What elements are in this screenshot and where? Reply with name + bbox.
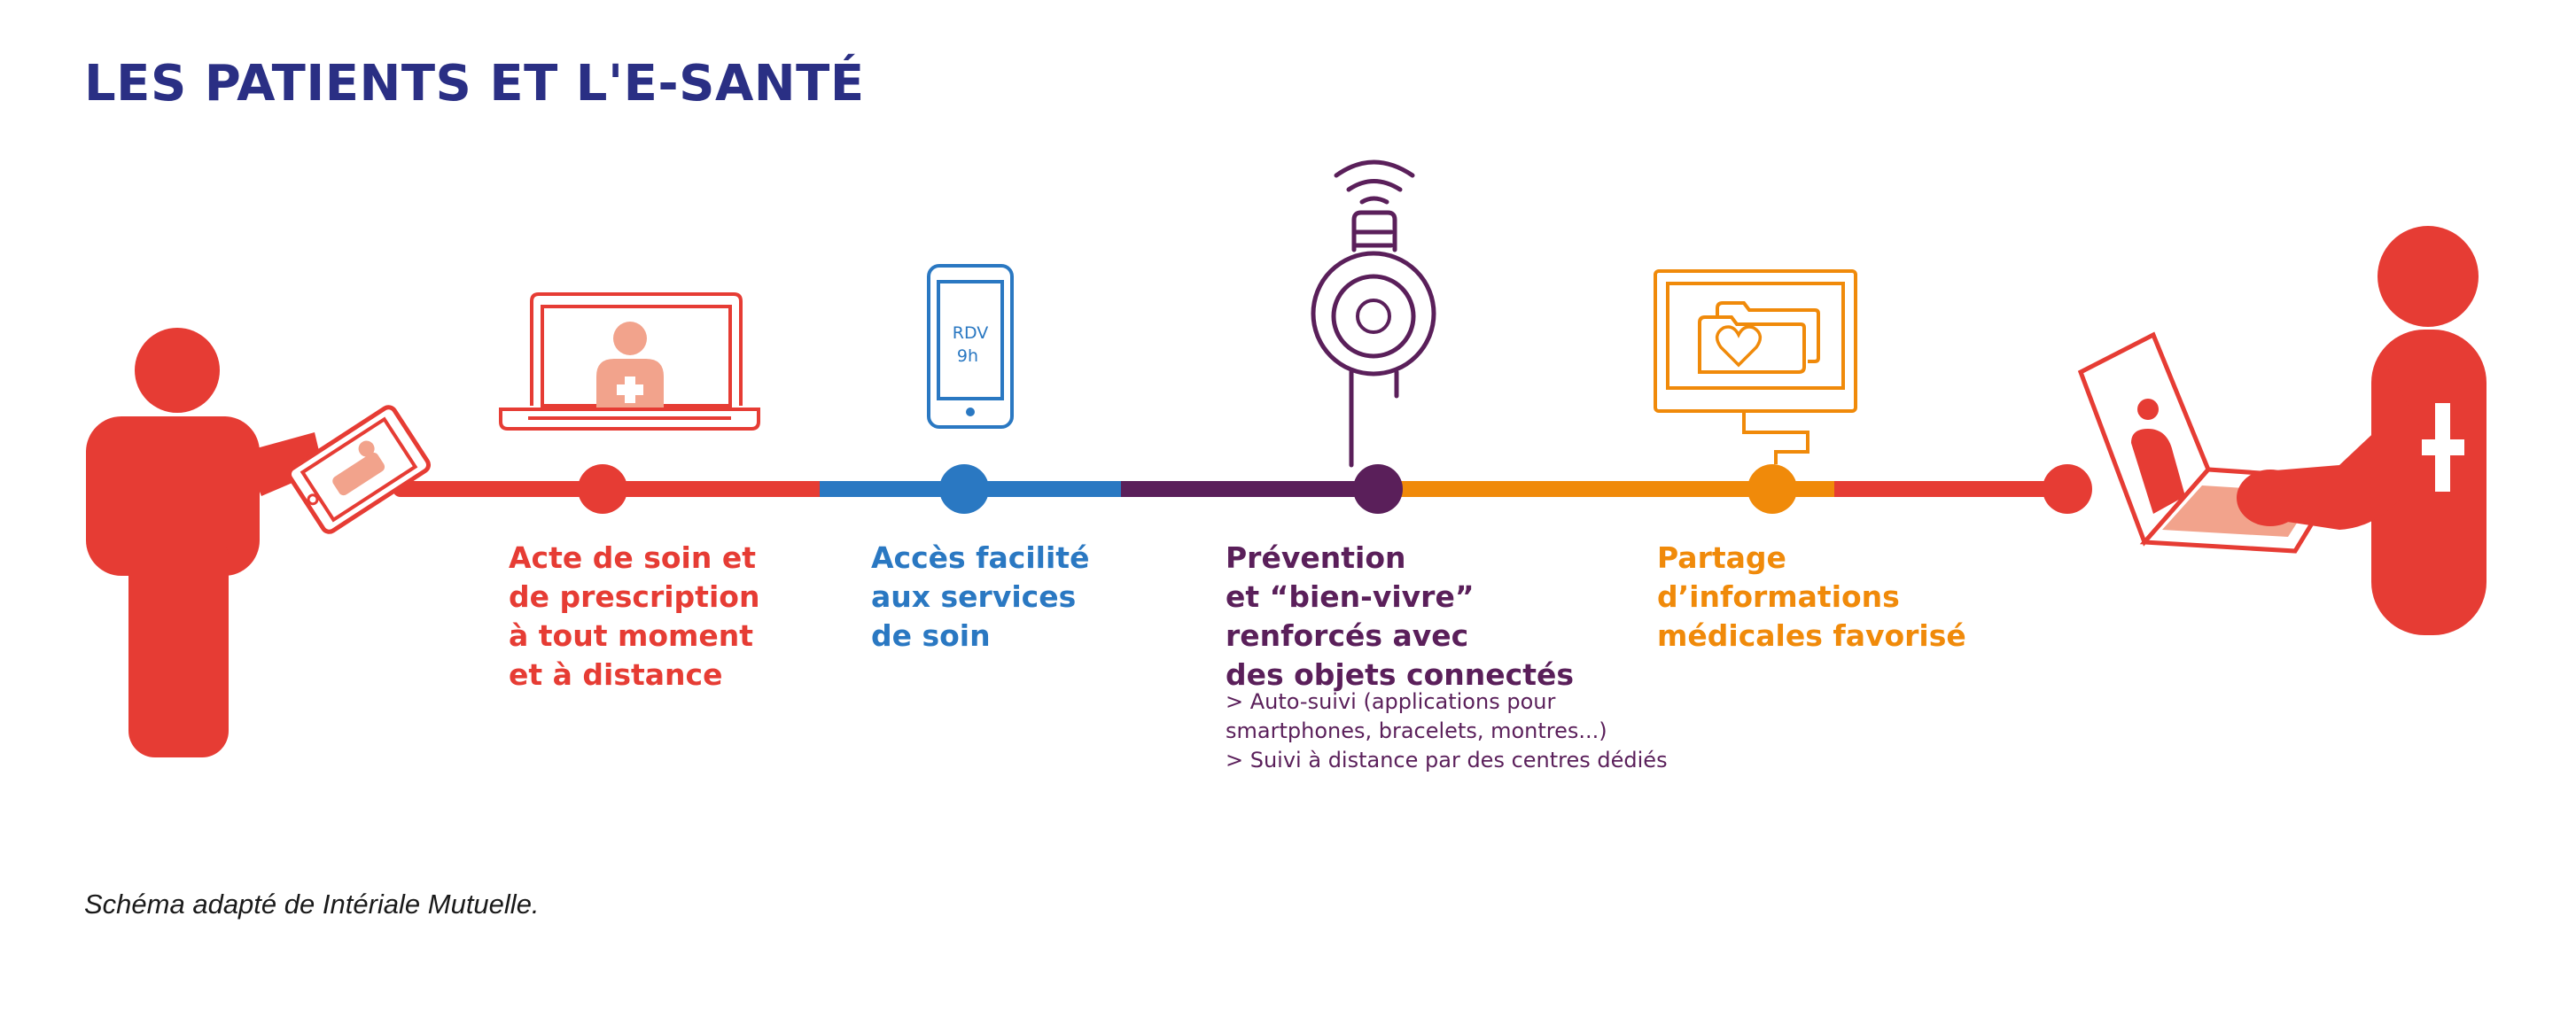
step-care-line: à tout moment <box>509 618 754 653</box>
timeline-dot-prevention <box>1353 464 1403 514</box>
doctor-with-laptop-icon <box>2077 226 2487 635</box>
step-access-line: Accès facilité <box>871 540 1090 575</box>
step-care-line: et à distance <box>509 657 723 692</box>
phone-screen-line2: 9h <box>957 346 978 366</box>
step-access-line: de soin <box>871 618 991 653</box>
step-sharing-line: Partage <box>1657 540 1786 575</box>
step-prevention-line: et “bien-vivre” <box>1226 579 1475 614</box>
step-sharing-line: médicales favorisé <box>1657 618 1966 653</box>
detail-line: > Suivi à distance par des centres dédié… <box>1226 748 1668 772</box>
step-care-label: Acte de soin et de prescription à tout m… <box>509 539 759 695</box>
step-access-line: aux services <box>871 579 1077 614</box>
prevention-details: > Auto-suivi (applications pour smartpho… <box>1226 687 1668 775</box>
patient-with-tablet-icon <box>86 328 432 757</box>
step-prevention-line: renforcés avec <box>1226 618 1469 653</box>
timeline-dot-sharing <box>1747 464 1797 514</box>
step-prevention-line: Prévention <box>1226 540 1406 575</box>
timeline-dot-access <box>939 464 989 514</box>
detail-line: > Auto-suivi (applications pour <box>1226 689 1556 714</box>
timeline-dot-end <box>2043 464 2092 514</box>
detail-line: smartphones, bracelets, montres...) <box>1226 718 1607 743</box>
monitor-shared-files-icon <box>1654 269 1857 464</box>
step-sharing-label: Partage d’informations médicales favoris… <box>1657 539 1966 656</box>
smartphone-appointment-icon: RDV 9h <box>927 264 1014 429</box>
step-care-line: de prescription <box>509 579 760 614</box>
step-care-line: Acte de soin et <box>509 540 757 575</box>
connected-wearable-icon <box>1311 159 1436 468</box>
timeline-dot-care <box>578 464 627 514</box>
phone-screen-line1: RDV <box>953 323 989 343</box>
page-title: LES PATIENTS ET L'E-SANTÉ <box>84 55 865 113</box>
step-sharing-line: d’informations <box>1657 579 1900 614</box>
step-access-label: Accès facilité aux services de soin <box>871 539 1089 656</box>
step-prevention-label: Prévention et “bien-vivre” renforcés ave… <box>1226 539 1574 695</box>
laptop-doctor-video-icon <box>499 292 760 431</box>
step-prevention-line: des objets connectés <box>1226 657 1574 692</box>
source-caption: Schéma adapté de Intériale Mutuelle. <box>84 889 540 920</box>
